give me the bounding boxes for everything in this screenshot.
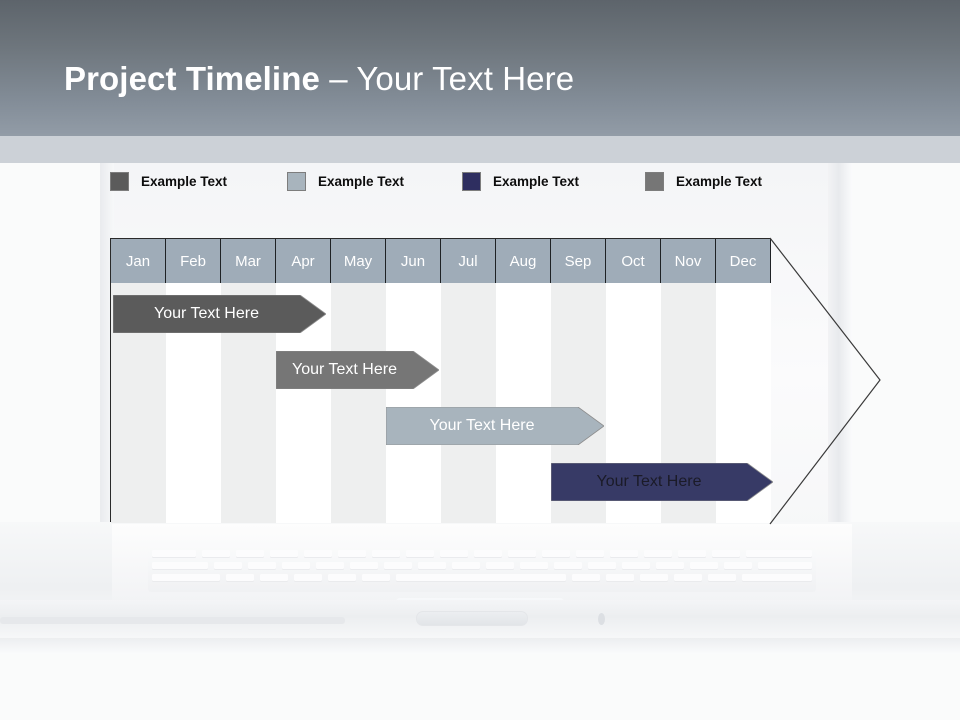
laptop-latch <box>416 611 528 626</box>
laptop-front-edge <box>0 600 960 642</box>
legend-item-1[interactable]: Example Text <box>110 170 227 192</box>
laptop-keyboard <box>148 546 816 592</box>
task-bar-label: Your Text Here <box>596 473 702 490</box>
task-bar-1[interactable]: Your Text Here <box>113 295 326 333</box>
legend-item-2[interactable]: Example Text <box>287 170 404 192</box>
overall-timeline-arrow <box>760 236 890 526</box>
legend-item-4[interactable]: Example Text <box>645 170 762 192</box>
legend-label: Example Text <box>318 173 405 189</box>
month-header-may[interactable]: May <box>331 239 386 283</box>
legend-label: Example Text <box>493 173 580 189</box>
legend-swatch-icon <box>645 171 664 191</box>
month-header-nov[interactable]: Nov <box>661 239 716 283</box>
laptop-trackpad <box>396 598 564 630</box>
month-header-apr[interactable]: Apr <box>276 239 331 283</box>
task-bar-arrow-shape <box>551 463 773 501</box>
month-header-sep[interactable]: Sep <box>551 239 606 283</box>
month-header-oct[interactable]: Oct <box>606 239 661 283</box>
task-bar-label: Your Text Here <box>154 305 259 322</box>
laptop-base <box>0 522 960 642</box>
task-bar-arrow-shape <box>386 407 604 445</box>
month-header-feb[interactable]: Feb <box>166 239 221 283</box>
month-header-mar[interactable]: Mar <box>221 239 276 283</box>
task-bar-arrow-shape <box>276 351 439 389</box>
slide-header-band: Project Timeline – Your Text Here <box>0 0 960 136</box>
page-title-bold: Project Timeline <box>64 60 320 97</box>
laptop-screen-right-bezel <box>828 136 852 536</box>
legend-swatch-icon <box>110 171 129 191</box>
legend-label: Example Text <box>676 173 763 189</box>
chart-legend: Example Text Example Text Example Text Exam… <box>110 170 810 192</box>
month-column-mar: Mar <box>221 239 276 523</box>
month-header-dec[interactable]: Dec <box>716 239 771 283</box>
laptop-shadow <box>0 638 960 654</box>
month-header-jan[interactable]: Jan <box>111 239 166 283</box>
laptop-deck <box>112 524 852 634</box>
task-bar-3[interactable]: Your Text Here <box>386 407 604 445</box>
month-column-feb: Feb <box>166 239 221 523</box>
laptop-drive-slot <box>0 617 345 624</box>
month-header-jun[interactable]: Jun <box>386 239 441 283</box>
month-column-jul: Jul <box>441 239 496 523</box>
header-underline-band <box>0 136 960 163</box>
page-title-rest: – Your Text Here <box>319 60 575 97</box>
laptop-indicator-dot <box>598 613 605 625</box>
task-bar-arrow-shape <box>113 295 326 333</box>
legend-swatch-icon <box>287 171 306 191</box>
month-header-jul[interactable]: Jul <box>441 239 496 283</box>
legend-label: Example Text <box>141 173 228 189</box>
legend-item-3[interactable]: Example Text <box>462 170 579 192</box>
month-column-jan: Jan <box>111 239 166 523</box>
task-bar-label: Your Text Here <box>429 417 535 434</box>
page-title: Project Timeline – Your Text Here <box>64 60 574 98</box>
legend-swatch-icon <box>462 171 481 191</box>
month-column-aug: Aug <box>496 239 551 523</box>
month-header-aug[interactable]: Aug <box>496 239 551 283</box>
task-bar-2[interactable]: Your Text Here <box>276 351 439 389</box>
task-bar-label: Your Text Here <box>292 361 397 378</box>
task-bar-4[interactable]: Your Text Here <box>551 463 773 501</box>
